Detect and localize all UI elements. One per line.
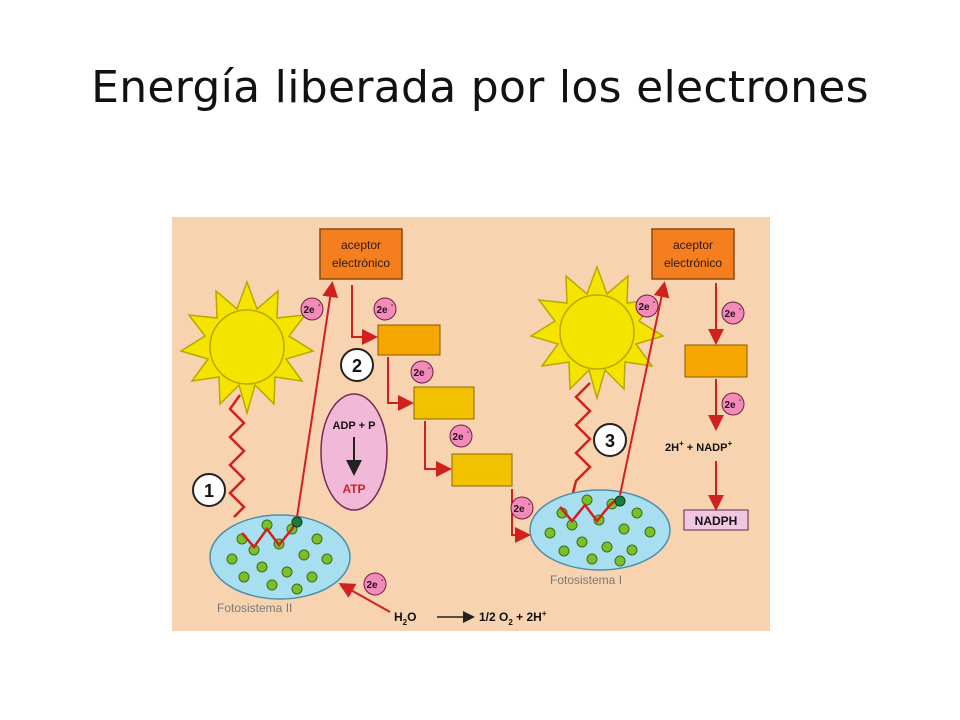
electron-badge: 2e - (510, 496, 534, 520)
svg-text:2e: 2e (303, 305, 315, 316)
svg-text:2e: 2e (366, 580, 378, 591)
svg-text:-: - (381, 577, 384, 584)
excitation-arrow-1 (619, 281, 670, 496)
svg-text:-: - (428, 365, 431, 372)
nadph-box: NADPH (683, 509, 749, 531)
water-reactant: H2O (394, 610, 416, 627)
atp-synthesis: ADP + P ATP (320, 393, 388, 511)
photosystem-2-label: Fotosistema II (217, 601, 292, 615)
excitation-arrow-2 (296, 281, 339, 518)
svg-text:3: 3 (605, 431, 615, 451)
svg-text:-: - (739, 397, 742, 404)
svg-text:-: - (528, 501, 531, 508)
svg-text:2e: 2e (638, 302, 650, 313)
electron-badge: 2e - (721, 392, 745, 416)
photosystem-1 (529, 489, 671, 571)
electron-badge: 2e - (635, 294, 659, 318)
water-electron-arrow (338, 583, 391, 613)
slide-title: Energía liberada por los electrones (91, 62, 869, 113)
transport-carrier-4 (684, 344, 748, 378)
transport-carrier-2 (413, 386, 475, 420)
svg-text:2e: 2e (513, 504, 525, 515)
sun-icon-left (179, 279, 315, 416)
electron-badge: 2e - (300, 297, 324, 321)
nadp-reaction: 2H+ + NADP+ (665, 439, 732, 454)
svg-text:-: - (653, 299, 656, 306)
svg-text:2e: 2e (452, 432, 464, 443)
electron-badge: 2e - (721, 301, 745, 325)
step-number-1: 1 (192, 473, 226, 507)
electron-acceptor-box-2: aceptor electrónico (651, 228, 735, 280)
electron-badge: 2e - (449, 424, 473, 448)
svg-text:electrónico: electrónico (664, 256, 722, 270)
svg-text:aceptor: aceptor (673, 238, 713, 252)
chain-arrow-2 (387, 357, 414, 411)
svg-text:ADP + P: ADP + P (333, 420, 376, 432)
photosynthesis-diagram: Fotosistema II Fotosistema I aceptor ele… (172, 217, 770, 631)
step-number-2: 2 (340, 348, 374, 382)
svg-text:electrónico: electrónico (332, 256, 390, 270)
photosystem-2 (209, 514, 351, 600)
svg-text:aceptor: aceptor (341, 238, 381, 252)
svg-text:2e: 2e (724, 309, 736, 320)
step-number-3: 3 (593, 423, 627, 457)
svg-text:-: - (391, 302, 394, 309)
electron-acceptor-box-1: aceptor electrónico (319, 228, 403, 280)
transport-carrier-1 (377, 324, 441, 356)
electron-badge: 2e - (410, 360, 434, 384)
svg-text:-: - (467, 429, 470, 436)
chain-arrow-1 (351, 285, 378, 345)
svg-text:1: 1 (204, 481, 214, 501)
chain-arrow-3 (424, 421, 452, 477)
svg-text:2: 2 (352, 356, 362, 376)
electron-badge: 2e - (373, 297, 397, 321)
svg-text:2e: 2e (724, 400, 736, 411)
water-products: 1/2 O2 + 2H+ (479, 609, 547, 627)
electron-badge: 2e - (363, 572, 387, 596)
svg-text:NADPH: NADPH (695, 514, 738, 528)
svg-text:ATP: ATP (342, 482, 365, 496)
svg-text:2e: 2e (413, 368, 425, 379)
svg-text:-: - (318, 302, 321, 309)
photosystem-1-label: Fotosistema I (550, 573, 622, 587)
light-ray-right (570, 382, 592, 498)
svg-text:-: - (739, 306, 742, 313)
svg-text:2e: 2e (376, 305, 388, 316)
transport-carrier-3 (451, 453, 513, 487)
light-ray-left (228, 394, 246, 518)
